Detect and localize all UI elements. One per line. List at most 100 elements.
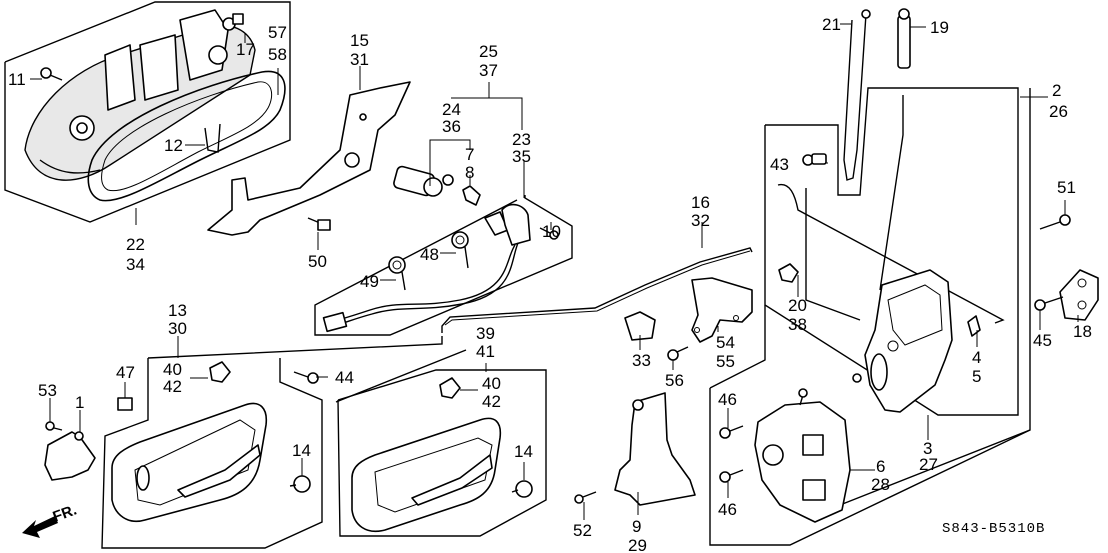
- clamp-48: [451, 231, 469, 269]
- grommet-17: [222, 13, 244, 31]
- label-27: 27: [919, 455, 938, 474]
- label-55: 55: [716, 352, 735, 371]
- label-50: 50: [308, 252, 327, 271]
- lock-knob-bracket: [614, 392, 696, 506]
- label-22: 22: [126, 235, 145, 254]
- bolt-50: [307, 217, 331, 231]
- label-57: 57: [268, 23, 287, 42]
- bolt-43: [802, 153, 827, 166]
- pin-14-right: [511, 480, 533, 498]
- label-21: 21: [822, 15, 841, 34]
- label-12: 12: [164, 136, 183, 155]
- part-labels: 11 17 57 58 12 22 34 15 31 25 37 24 36 2…: [8, 15, 1092, 553]
- switch-1: [44, 431, 96, 481]
- label-49: 49: [360, 272, 379, 291]
- front-direction-arrow: FR.: [22, 502, 79, 538]
- screw-53: [45, 421, 63, 431]
- label-41: 41: [476, 342, 495, 361]
- label-54: 54: [716, 333, 735, 352]
- group-frame-inner-handle-left: [101, 336, 443, 549]
- cylinder-clip-7: [462, 185, 481, 206]
- group-frame-actuator: [709, 305, 1031, 546]
- label-47: 47: [116, 363, 135, 382]
- clamp-49: [388, 256, 406, 291]
- label-26: 26: [1049, 102, 1068, 121]
- label-36: 36: [442, 117, 461, 136]
- label-48: 48: [420, 245, 439, 264]
- clip-4-5: [967, 315, 981, 337]
- label-33: 33: [632, 351, 651, 370]
- label-1: 1: [75, 393, 84, 412]
- label-15: 15: [350, 31, 369, 50]
- clip-40-42-left: [209, 361, 231, 383]
- inner-handle-left: [111, 402, 268, 522]
- label-30: 30: [168, 319, 187, 338]
- label-58: 58: [268, 45, 287, 64]
- front-direction-label: FR.: [51, 502, 80, 526]
- label-42-right: 42: [482, 392, 501, 411]
- label-51: 51: [1057, 178, 1076, 197]
- label-46-bottom: 46: [718, 500, 737, 519]
- label-53: 53: [38, 381, 57, 400]
- bolt-46-bottom: [719, 469, 744, 483]
- clip-40-42-right: [439, 377, 461, 399]
- group-frame-inner-handle-right: [335, 349, 547, 537]
- bolt-46-top: [719, 425, 744, 439]
- inside-handle-cable: [441, 247, 753, 333]
- label-31: 31: [350, 50, 369, 69]
- bolt-11: [40, 67, 63, 81]
- label-19: 19: [930, 18, 949, 37]
- clip-47: [117, 397, 133, 411]
- label-23: 23: [512, 130, 531, 149]
- inner-handle-right: [351, 417, 502, 532]
- label-18: 18: [1073, 322, 1092, 341]
- rod-2: [805, 95, 904, 321]
- label-6: 6: [876, 457, 885, 476]
- bolt-44: [293, 371, 319, 384]
- screw-45: [1034, 296, 1064, 311]
- label-2: 2: [1052, 81, 1061, 100]
- cylinder-switch-harness: [322, 203, 531, 333]
- label-3: 3: [923, 439, 932, 458]
- label-8: 8: [465, 163, 474, 182]
- label-46-top: 46: [718, 390, 737, 409]
- label-4: 4: [972, 348, 981, 367]
- label-34: 34: [126, 255, 145, 274]
- clip-20-38: [778, 263, 799, 283]
- rod-end-19: [897, 8, 911, 69]
- label-42-left: 42: [163, 377, 182, 396]
- label-38: 38: [788, 315, 807, 334]
- label-39: 39: [476, 324, 495, 343]
- group-frame-outer-handle: [4, 1, 291, 223]
- label-7: 7: [465, 145, 474, 164]
- bolt-56: [667, 346, 689, 361]
- label-16: 16: [691, 193, 710, 212]
- label-45: 45: [1033, 331, 1052, 350]
- label-28: 28: [871, 475, 890, 494]
- striker-18: [1059, 269, 1099, 321]
- label-5: 5: [972, 367, 981, 386]
- label-14-right: 14: [514, 442, 533, 461]
- pin-14-left: [289, 475, 311, 493]
- label-56: 56: [665, 371, 684, 390]
- label-20: 20: [788, 296, 807, 315]
- bolt-10: [539, 227, 559, 240]
- label-40-right: 40: [482, 374, 501, 393]
- outer-handle-bracket: [207, 81, 411, 236]
- label-25: 25: [479, 42, 498, 61]
- rod-21: [843, 9, 871, 181]
- label-35: 35: [512, 147, 531, 166]
- label-32: 32: [691, 211, 710, 230]
- label-24: 24: [442, 100, 461, 119]
- cable-clip-33: [624, 311, 656, 341]
- rod-3-right: [777, 183, 1005, 324]
- bracket-54: [691, 277, 753, 343]
- label-9: 9: [632, 517, 641, 536]
- leader-lines: [30, 23, 1079, 520]
- screw-51: [1039, 214, 1071, 230]
- label-44: 44: [335, 368, 354, 387]
- diagram-code: S843-B5310B: [942, 521, 1045, 537]
- label-43: 43: [770, 155, 789, 174]
- outer-door-handle: [24, 9, 256, 181]
